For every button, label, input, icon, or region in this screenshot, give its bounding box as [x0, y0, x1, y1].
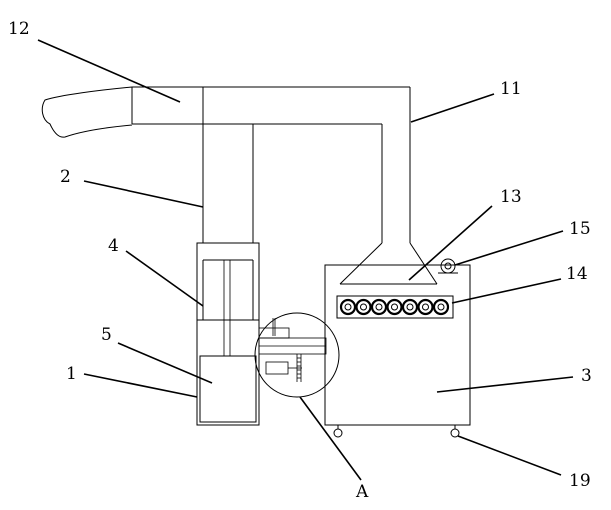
roller: [401, 298, 419, 316]
motor: [440, 258, 456, 274]
wheel-right: [450, 428, 460, 438]
roller-core: [375, 303, 383, 311]
roller-core: [406, 303, 414, 311]
leader-19: [457, 435, 562, 476]
leader-5: [117, 342, 213, 384]
roller: [386, 298, 403, 316]
callout-1: 1: [66, 364, 77, 384]
roller-core: [391, 303, 398, 311]
callout-19: 19: [569, 471, 591, 491]
callout-5: 5: [101, 325, 112, 345]
callout-15: 15: [569, 219, 591, 239]
roller-core: [344, 303, 352, 311]
roller-core: [437, 303, 445, 311]
callout-13: 13: [500, 187, 522, 207]
roller-group: [339, 298, 450, 316]
funnel-right: [409, 242, 438, 285]
wheel-left: [333, 428, 343, 438]
roller: [355, 298, 372, 316]
detail-circle-a: [254, 312, 340, 398]
processing-box: [324, 264, 471, 426]
funnel-left: [339, 242, 383, 285]
roller: [370, 298, 388, 316]
roller: [432, 298, 450, 316]
leader-2: [83, 180, 204, 208]
roller-core: [422, 303, 429, 311]
callout-4: 4: [108, 236, 119, 256]
roller: [417, 298, 434, 316]
callout-A: A: [355, 482, 369, 502]
leader-A: [299, 396, 362, 481]
motor-hub: [444, 262, 452, 270]
leader-14: [451, 278, 562, 304]
callout-2: 2: [60, 167, 71, 187]
callout-12: 12: [8, 19, 30, 39]
callout-11: 11: [500, 79, 522, 99]
leader-4: [125, 250, 204, 307]
detail-a-contents: [258, 318, 327, 382]
callout-3: 3: [581, 366, 592, 386]
collection-tank: [199, 355, 257, 423]
leader-11: [410, 93, 495, 123]
roller-core: [360, 303, 367, 311]
roller: [339, 298, 357, 316]
leader-1: [83, 373, 198, 398]
callout-14: 14: [566, 264, 588, 284]
lower-box: [196, 319, 260, 426]
leader-12: [37, 39, 181, 103]
cylinder-housing: [196, 242, 260, 321]
leader-15: [454, 230, 564, 266]
roller-tray: [336, 295, 454, 319]
intake-hood: [41, 86, 133, 138]
leader-3: [436, 376, 574, 393]
leader-13: [408, 205, 493, 281]
